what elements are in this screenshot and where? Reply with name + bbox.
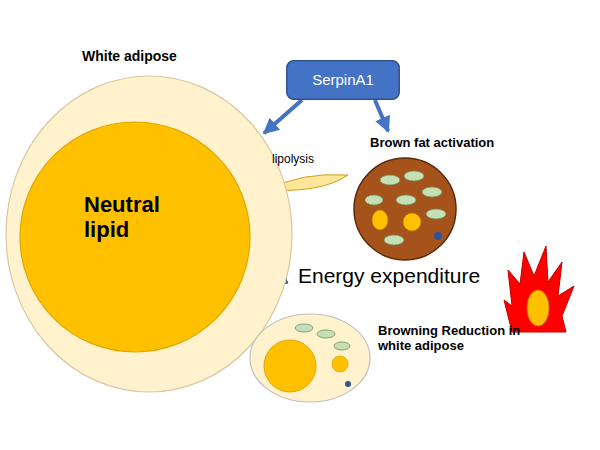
- node-text: White adipose: [82, 48, 232, 64]
- arrow-connector: [264, 100, 302, 133]
- arrow-connector: [375, 100, 388, 131]
- node-text: Neutral lipid: [84, 192, 184, 243]
- browning-cell: Browning Reduction in white adipose: [248, 312, 568, 408]
- brown-fat-cell: Brown fat activation: [352, 134, 522, 264]
- node-shape: [248, 312, 372, 404]
- flame: [504, 246, 574, 332]
- neutral-lipid-droplet: Neutral lipid: [18, 120, 252, 354]
- process-label: lipolysis: [272, 152, 314, 166]
- node-shape: [352, 156, 458, 262]
- outcome-label: Energy expenditure: [298, 264, 480, 288]
- serpina1-box: SerpinA1: [286, 60, 400, 100]
- node-text: Browning Reduction in white adipose: [378, 324, 528, 354]
- node-shape: [18, 120, 252, 354]
- node-text: Brown fat activation: [370, 136, 520, 151]
- node-text: SerpinA1: [286, 71, 400, 88]
